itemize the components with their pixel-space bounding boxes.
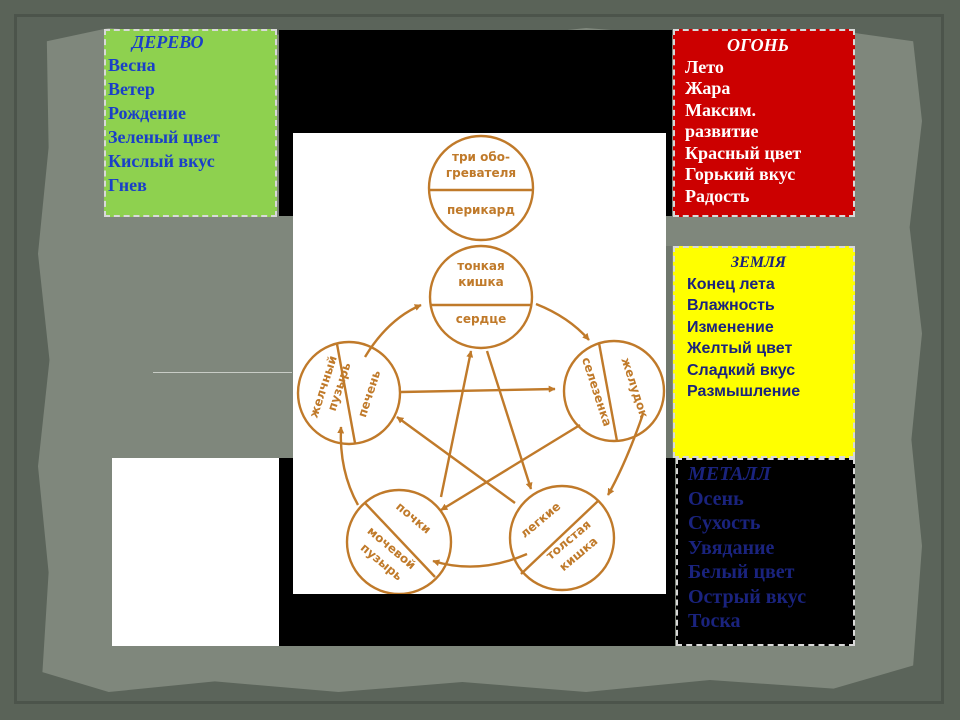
- wood-line: Кислый вкус: [108, 151, 215, 171]
- organ-label: легкие: [518, 499, 564, 541]
- earth-organ-circle: [562, 339, 666, 443]
- wood-line: Ветер: [108, 79, 155, 99]
- fire-line: Максим.: [685, 99, 757, 120]
- top-circle: [427, 134, 535, 242]
- organ-label: печень: [355, 368, 383, 419]
- organ-label: тонкая: [457, 259, 504, 273]
- earth-title: ЗЕМЛЯ: [731, 254, 787, 271]
- earth-element-box: ЗЕМЛЯ Конец лета Влажность Изменение Жел…: [673, 246, 855, 458]
- earth-line: Влажность: [687, 297, 775, 314]
- white-panel-left: [112, 458, 279, 646]
- metal-title: МЕТАЛЛ: [688, 463, 771, 485]
- organ-label: перикард: [447, 203, 515, 217]
- metal-line: Увядание: [688, 536, 775, 559]
- star-line-fire-metal: [485, 350, 533, 490]
- earth-line: Конец лета: [687, 275, 775, 293]
- star-line-wood-earth: [400, 385, 556, 394]
- fire-element-box: ОГОНЬ Лето Жара Максим. развитие Красный…: [673, 29, 855, 217]
- earth-line: Размышление: [687, 383, 801, 400]
- cycle-arc-wood-fire: [363, 303, 422, 358]
- earth-line: Желтый цвет: [687, 340, 793, 357]
- fire-title: ОГОНЬ: [727, 35, 790, 55]
- cycle-arc-metal-water: [432, 552, 528, 568]
- wood-line: Зеленый цвет: [108, 127, 220, 147]
- gray-panel-middle: [153, 372, 292, 458]
- wood-line: Рождение: [108, 103, 186, 123]
- organ-label: сердце: [456, 312, 507, 326]
- fire-line: Жара: [685, 78, 731, 98]
- cycle-arc-water-wood: [337, 426, 360, 506]
- metal-line: Острый вкус: [688, 585, 807, 608]
- cycle-arc-fire-earth: [535, 302, 590, 341]
- five-elements-diagram: три обо- гревателя перикард тонкая кишка…: [293, 133, 666, 594]
- metal-organ-circle: [508, 484, 616, 592]
- organ-label: кишка: [458, 275, 504, 289]
- cycle-arc-earth-metal: [606, 413, 645, 496]
- fire-organ-circle: [428, 244, 534, 350]
- wood-organ-circle: [296, 340, 402, 446]
- earth-line: Изменение: [687, 318, 774, 336]
- metal-line: Сухость: [688, 512, 761, 534]
- organ-label: селезенка: [579, 355, 615, 428]
- organ-label: почки: [393, 499, 434, 536]
- water-organ-circle: [345, 488, 453, 594]
- fire-line: развитие: [685, 121, 759, 141]
- star-line-water-fire: [439, 350, 474, 498]
- wood-element-box: ДЕРЕВО Весна Ветер Рождение Зеленый цвет…: [104, 29, 277, 217]
- fire-line: Лето: [685, 56, 724, 77]
- fire-line: Радость: [685, 185, 750, 206]
- fire-line: Горький вкус: [685, 164, 796, 184]
- star-line-earth-water: [440, 423, 581, 512]
- star-line-metal-wood: [396, 416, 516, 504]
- metal-line: Осень: [688, 487, 744, 510]
- metal-line: Белый цвет: [688, 561, 795, 583]
- fire-line: Красный цвет: [685, 142, 802, 163]
- wood-line: Весна: [108, 55, 156, 75]
- earth-line: Сладкий вкус: [687, 361, 796, 379]
- metal-element-box: МЕТАЛЛ Осень Сухость Увядание Белый цвет…: [676, 458, 855, 646]
- organ-label: три обо-: [452, 150, 510, 164]
- wood-line: Гнев: [108, 175, 147, 195]
- organ-label: желудок: [618, 356, 651, 420]
- wood-title: ДЕРЕВО: [132, 32, 204, 52]
- metal-line: Тоска: [688, 610, 741, 632]
- organ-label: гревателя: [446, 166, 516, 180]
